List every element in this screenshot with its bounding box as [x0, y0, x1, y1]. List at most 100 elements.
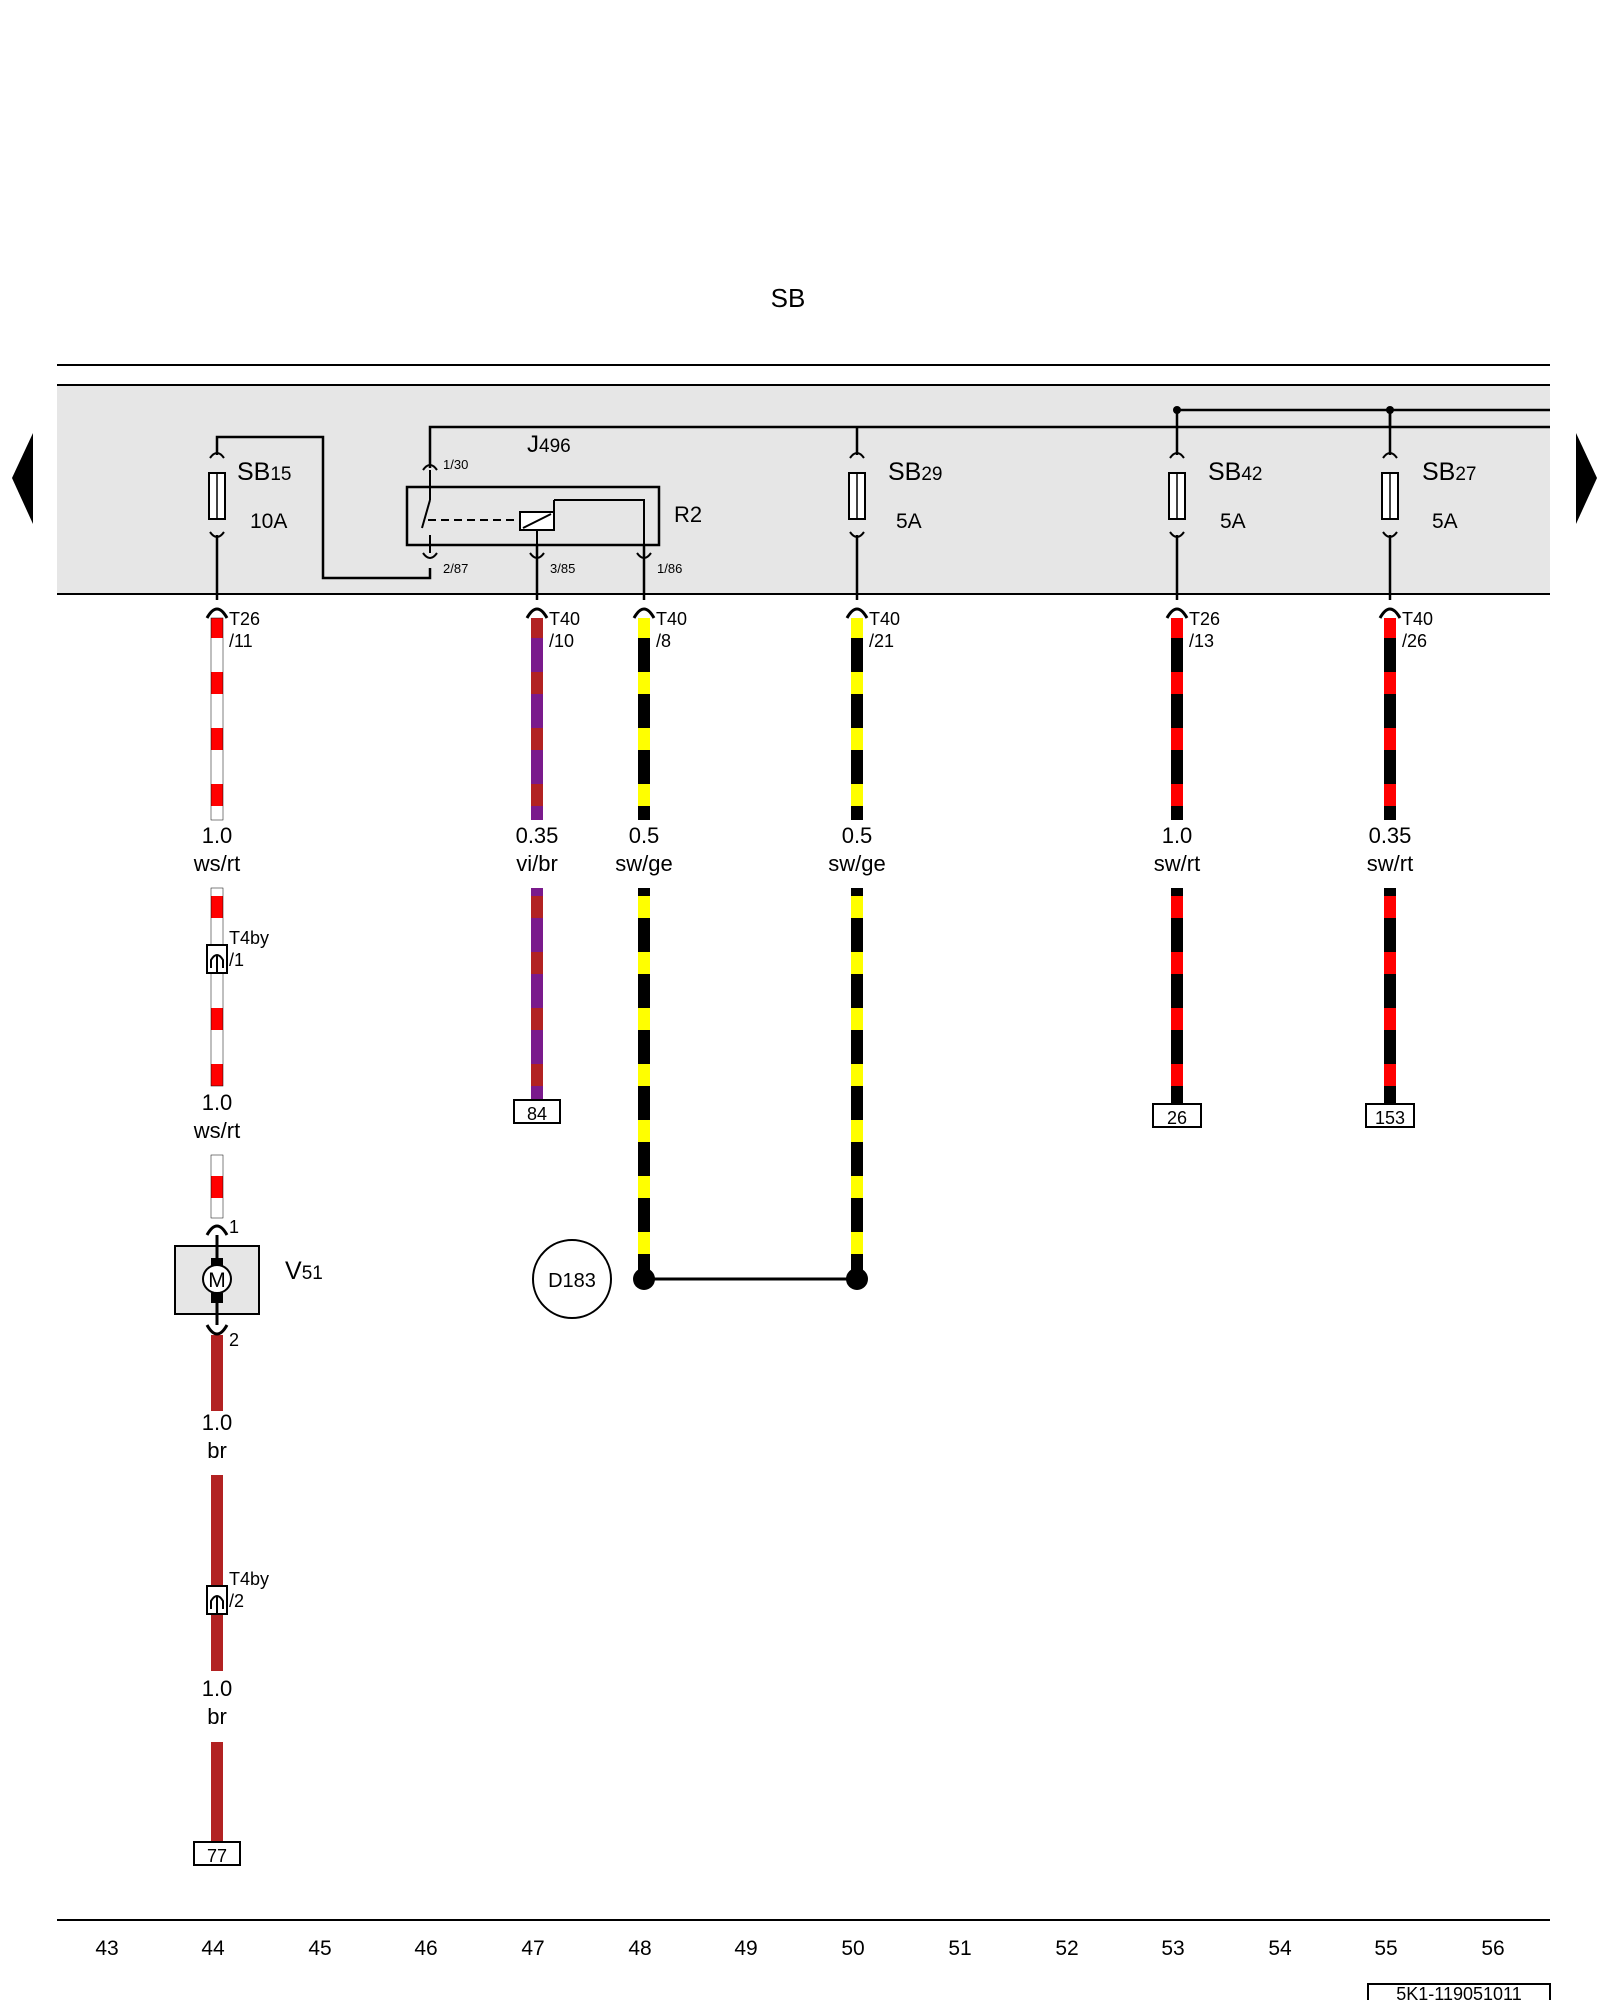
wire-labels: 1.0 ws/rt 0.35 vi/br 0.5 sw/ge 0.5 sw/ge… [193, 823, 1413, 1729]
wire-sw-ge [851, 888, 863, 1278]
svg-text:V51: V51 [285, 1257, 323, 1285]
wires [210, 617, 1396, 1842]
diagram-title: SB [771, 283, 806, 313]
wire-size: 0.5 [842, 823, 873, 848]
svg-text:50: 50 [841, 1937, 864, 1960]
wire-size: 1.0 [202, 823, 233, 848]
wire-color: vi/br [516, 851, 558, 876]
fuse-sb29: SB29 5A [848, 452, 943, 538]
connector-pin: /26 [1402, 631, 1427, 651]
connector-name: T40 [656, 609, 687, 629]
svg-text:56: 56 [1481, 1937, 1504, 1960]
terminal-label: 84 [527, 1104, 547, 1124]
wire-sw-rt [1384, 888, 1396, 1104]
relay-pin: 1/86 [657, 561, 682, 576]
wire-size: 0.35 [1369, 823, 1412, 848]
wire-size: 1.0 [202, 1676, 233, 1701]
connector-pin: /13 [1189, 631, 1214, 651]
fuse-number: 15 [270, 464, 291, 485]
svg-text:45: 45 [308, 1937, 331, 1960]
fuse-number: 42 [1241, 464, 1262, 485]
wire-color: sw/ge [828, 851, 885, 876]
connector-name: T26 [229, 609, 260, 629]
motor-number: 51 [302, 1263, 323, 1284]
motor-name: V [285, 1257, 302, 1285]
inline-connector-t4by-1: T4by /1 [206, 928, 269, 974]
wire-vi-br [531, 618, 543, 820]
fuse-rating: 5A [1432, 510, 1458, 533]
fuse-panel [57, 364, 1550, 595]
wire-sw-ge [638, 888, 650, 1278]
wire-size: 0.5 [629, 823, 660, 848]
fuse-sb15: SB15 10A [208, 452, 292, 538]
wire-color: ws/rt [193, 1118, 240, 1143]
motor-pin-bottom: 2 [229, 1330, 239, 1350]
splice-label: D183 [548, 1270, 596, 1292]
terminal-label: 153 [1375, 1108, 1405, 1128]
motor-symbol: M [208, 1269, 226, 1292]
relay-name: J [527, 431, 539, 458]
next-page-arrow-icon[interactable] [1576, 433, 1597, 524]
fuse-rating: 10A [250, 510, 287, 533]
wire-br [211, 1742, 223, 1842]
svg-text:43: 43 [95, 1937, 118, 1960]
relay-pin: 1/30 [443, 457, 468, 472]
fuse-sb27: SB27 5A [1381, 452, 1477, 538]
wire-sw-rt [1171, 618, 1183, 820]
splice-d183: D183 [532, 1239, 868, 1319]
fuse-rating: 5A [896, 510, 922, 533]
relay-label: R2 [674, 502, 702, 527]
svg-text:51: 51 [948, 1937, 971, 1960]
fuse-name: SB [1208, 458, 1241, 486]
svg-text:46: 46 [414, 1937, 437, 1960]
terminal-label: 77 [207, 1846, 227, 1866]
junction-dot [1386, 406, 1394, 414]
wire-size: 0.35 [516, 823, 559, 848]
splice-dot [846, 1268, 868, 1290]
terminal-boxes: 84 26 153 77 [193, 1099, 1415, 1866]
relay-pin: 2/87 [443, 561, 468, 576]
connector-pin: /1 [229, 950, 244, 970]
connector-pin: /21 [869, 631, 894, 651]
wire-sw-ge [638, 618, 650, 820]
wire-color: br [207, 1704, 227, 1729]
wire-size: 1.0 [202, 1090, 233, 1115]
svg-text:54: 54 [1268, 1937, 1292, 1960]
wire-size: 1.0 [202, 1410, 233, 1435]
junction-dot [1173, 406, 1181, 414]
footer-code: 5K1-119051011 [1396, 1984, 1521, 2000]
svg-text:SB27: SB27 [1422, 458, 1477, 486]
connector-caps [205, 607, 1402, 619]
wire-color: sw/ge [615, 851, 672, 876]
connector-labels: T26 /11 T40 /10 T40 /8 T40 /21 T26 /13 T… [229, 609, 1433, 651]
fuse-name: SB [1422, 458, 1455, 486]
wire-ws-rt [210, 887, 224, 1087]
motor-pin-top: 1 [229, 1217, 239, 1237]
previous-page-arrow-icon[interactable] [12, 433, 33, 524]
connector-pin: /11 [229, 631, 253, 651]
wire-ws-rt [210, 617, 224, 821]
column-numbers: 43 44 45 46 47 48 49 50 51 52 53 54 55 5… [95, 1937, 1504, 1960]
svg-text:J496: J496 [527, 431, 571, 458]
connector-pin: /8 [656, 631, 671, 651]
svg-text:55: 55 [1374, 1937, 1397, 1960]
footer-code-box: 5K1-119051011 [1367, 1983, 1551, 2000]
svg-text:52: 52 [1055, 1937, 1078, 1960]
svg-text:53: 53 [1161, 1937, 1184, 1960]
wire-br [211, 1335, 223, 1411]
fuse-sb42: SB42 5A [1168, 452, 1263, 538]
wire-sw-rt [1384, 618, 1396, 820]
relay-number: 496 [539, 436, 571, 457]
wire-color: sw/rt [1154, 851, 1200, 876]
svg-text:SB42: SB42 [1208, 458, 1263, 486]
connector-pin: /2 [229, 1591, 244, 1611]
fuse-number: 29 [921, 464, 942, 485]
wire-color: br [207, 1438, 227, 1463]
fuse-number: 27 [1455, 464, 1476, 485]
svg-text:48: 48 [628, 1937, 651, 1960]
svg-text:47: 47 [521, 1937, 544, 1960]
relay-pin: 3/85 [550, 561, 575, 576]
connector-pin: /10 [549, 631, 574, 651]
connector-name: T26 [1189, 609, 1220, 629]
inline-connector-t4by-2: T4by /2 [206, 1569, 269, 1615]
